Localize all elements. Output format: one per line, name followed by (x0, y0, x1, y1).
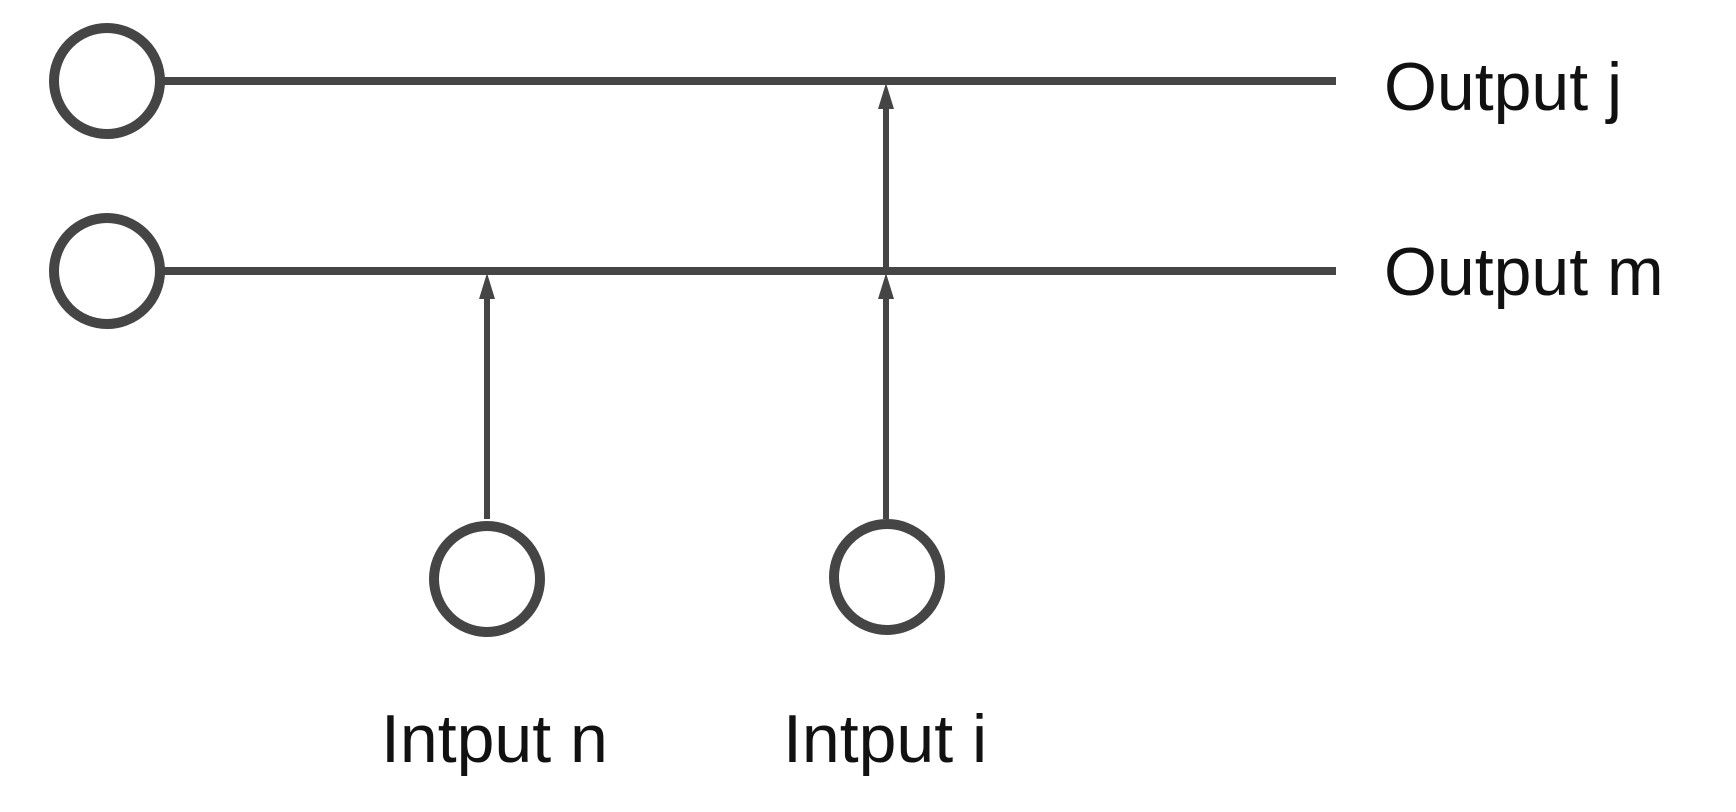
output-label-j: Output j (1384, 49, 1622, 125)
arrowhead-i-to-j (878, 83, 894, 109)
arrowhead-i-to-m (878, 273, 894, 299)
output-label-m: Output m (1384, 234, 1664, 310)
input-label-n: Intput n (381, 701, 608, 777)
output-row-m: Output m (49, 213, 1664, 329)
input-label-i: Intput i (783, 701, 987, 777)
output-node-j (49, 23, 165, 139)
input-node-n (429, 521, 545, 637)
input-node-i (829, 519, 945, 635)
arrowhead-n-to-m (479, 273, 495, 299)
input-column-i: Intput i (783, 83, 987, 777)
output-node-m (49, 213, 165, 329)
input-column-n: Intput n (381, 273, 608, 777)
output-row-j: Output j (49, 23, 1622, 139)
